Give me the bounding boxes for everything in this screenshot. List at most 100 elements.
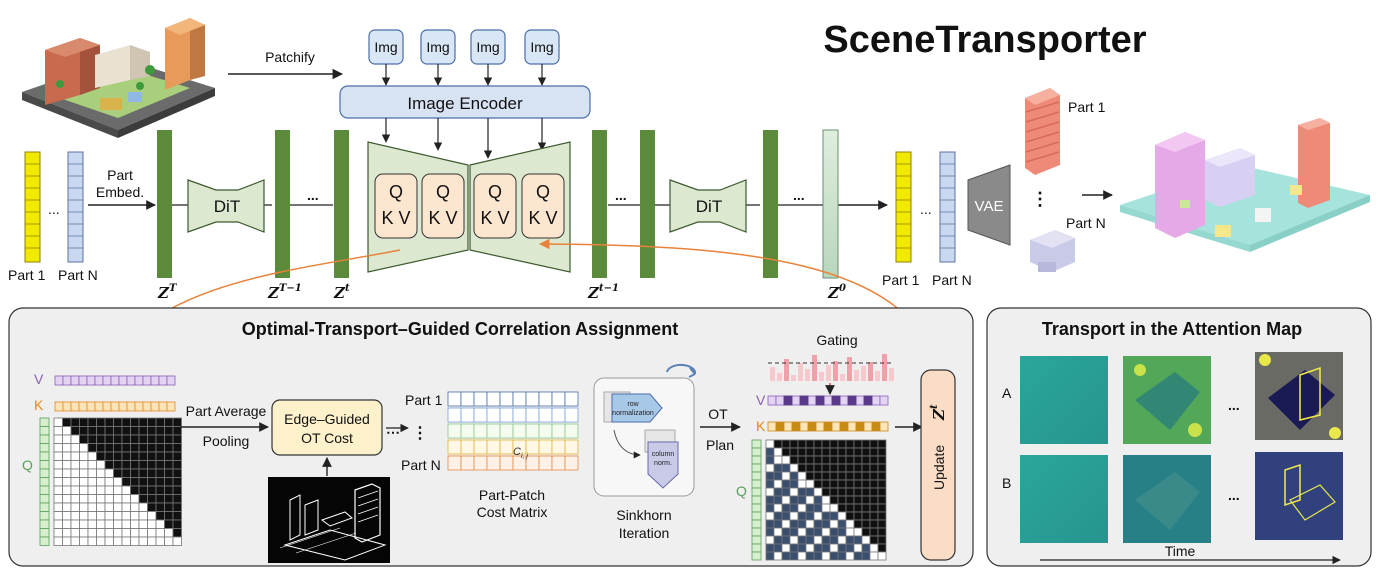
plan-cell [813,527,823,537]
attention-cell [70,477,80,487]
attention-cell [113,494,123,504]
attention-cell [147,443,157,453]
dit-block-right: DiT [669,179,747,233]
plan-cell [789,503,799,513]
plan-cell [765,447,775,457]
attention-cell [62,460,72,470]
k-token [102,401,112,412]
attention-map-a-2 [1123,356,1211,444]
attention-cell [87,443,97,453]
attention-cell [87,494,97,504]
ot-k-tokens [54,401,176,412]
plan-cell [837,503,847,513]
attention-cell [155,485,165,495]
attention-cell [70,417,80,427]
plan-cell [861,479,871,489]
plan-cell [805,527,815,537]
plan-cell [813,535,823,545]
attention-cell [62,417,72,427]
attention-cell [53,519,63,529]
attention-cell [62,434,72,444]
vae-block: VAE [967,164,1011,246]
plan-cell [805,479,815,489]
plan-cell [869,543,879,553]
attention-cell [104,451,114,461]
q-token [39,426,50,436]
z-label-0: Z0 [827,283,846,302]
plan-cell [837,455,847,465]
ot-k-label: K [34,397,44,413]
gated-q-token [751,439,762,449]
attention-cell [147,451,157,461]
plan-cell [789,455,799,465]
gated-v-token [791,395,801,406]
attention-cell [53,451,63,461]
attention-cell [104,468,114,478]
plan-cell [869,439,879,449]
attention-cell [79,485,89,495]
plan-cell [813,439,823,449]
attention-cell [147,485,157,495]
attention-cell [53,536,63,546]
part-embed-label-1: Part [107,167,133,183]
gated-k-token [783,421,793,432]
plan-cell [765,455,775,465]
plan-cell [877,495,887,505]
v-token [134,375,144,386]
attention-cell [113,477,123,487]
cost-cell [499,391,514,407]
attention-cell [121,502,131,512]
plan-cell [789,439,799,449]
gated-k-token [871,421,881,432]
plan-cell [797,487,807,497]
attention-cell [113,485,123,495]
attention-cell [155,417,165,427]
cost-cell [538,439,553,455]
attention-cell [104,536,114,546]
ot-plan-label-2: Plan [706,437,734,453]
dit-label-right: DiT [696,197,722,216]
attention-cell [53,511,63,521]
v-token [94,375,104,386]
v-token [126,375,136,386]
plan-cell [829,463,839,473]
v-token [142,375,152,386]
plan-cell [797,519,807,529]
plan-cell [845,447,855,457]
latent-bar-zT-1 [275,130,290,278]
plan-cell [773,447,783,457]
plan-cell [861,535,871,545]
plan-cell [781,487,791,497]
attention-cell [147,434,157,444]
gated-q-token [751,543,762,553]
attention-cell [130,451,140,461]
dit-block-left: DiT [187,179,265,233]
attention-cell [172,477,182,487]
gating-bar [854,370,859,381]
latent-bar-zt [334,130,349,278]
plan-cell [781,511,791,521]
attention-cell [104,528,114,538]
plan-cell [845,463,855,473]
attention-cell [155,434,165,444]
plan-cell [813,463,823,473]
left-partN-label: Part N [58,267,98,283]
plan-cell [813,479,823,489]
attention-cell [130,426,140,436]
cost-cell [447,439,462,455]
attention-cell [155,468,165,478]
attention-cell [164,494,174,504]
plan-cell [765,543,775,553]
v-token [110,375,120,386]
attention-cell [87,485,97,495]
gating-bar [882,354,887,381]
cost-cell-label: Ci, j [513,446,528,460]
plan-cell [861,495,871,505]
attention-cell [172,494,182,504]
k-token [110,401,120,412]
attention-cell [87,502,97,512]
attention-cell [104,477,114,487]
plan-cell [797,471,807,481]
plan-cell [781,463,791,473]
